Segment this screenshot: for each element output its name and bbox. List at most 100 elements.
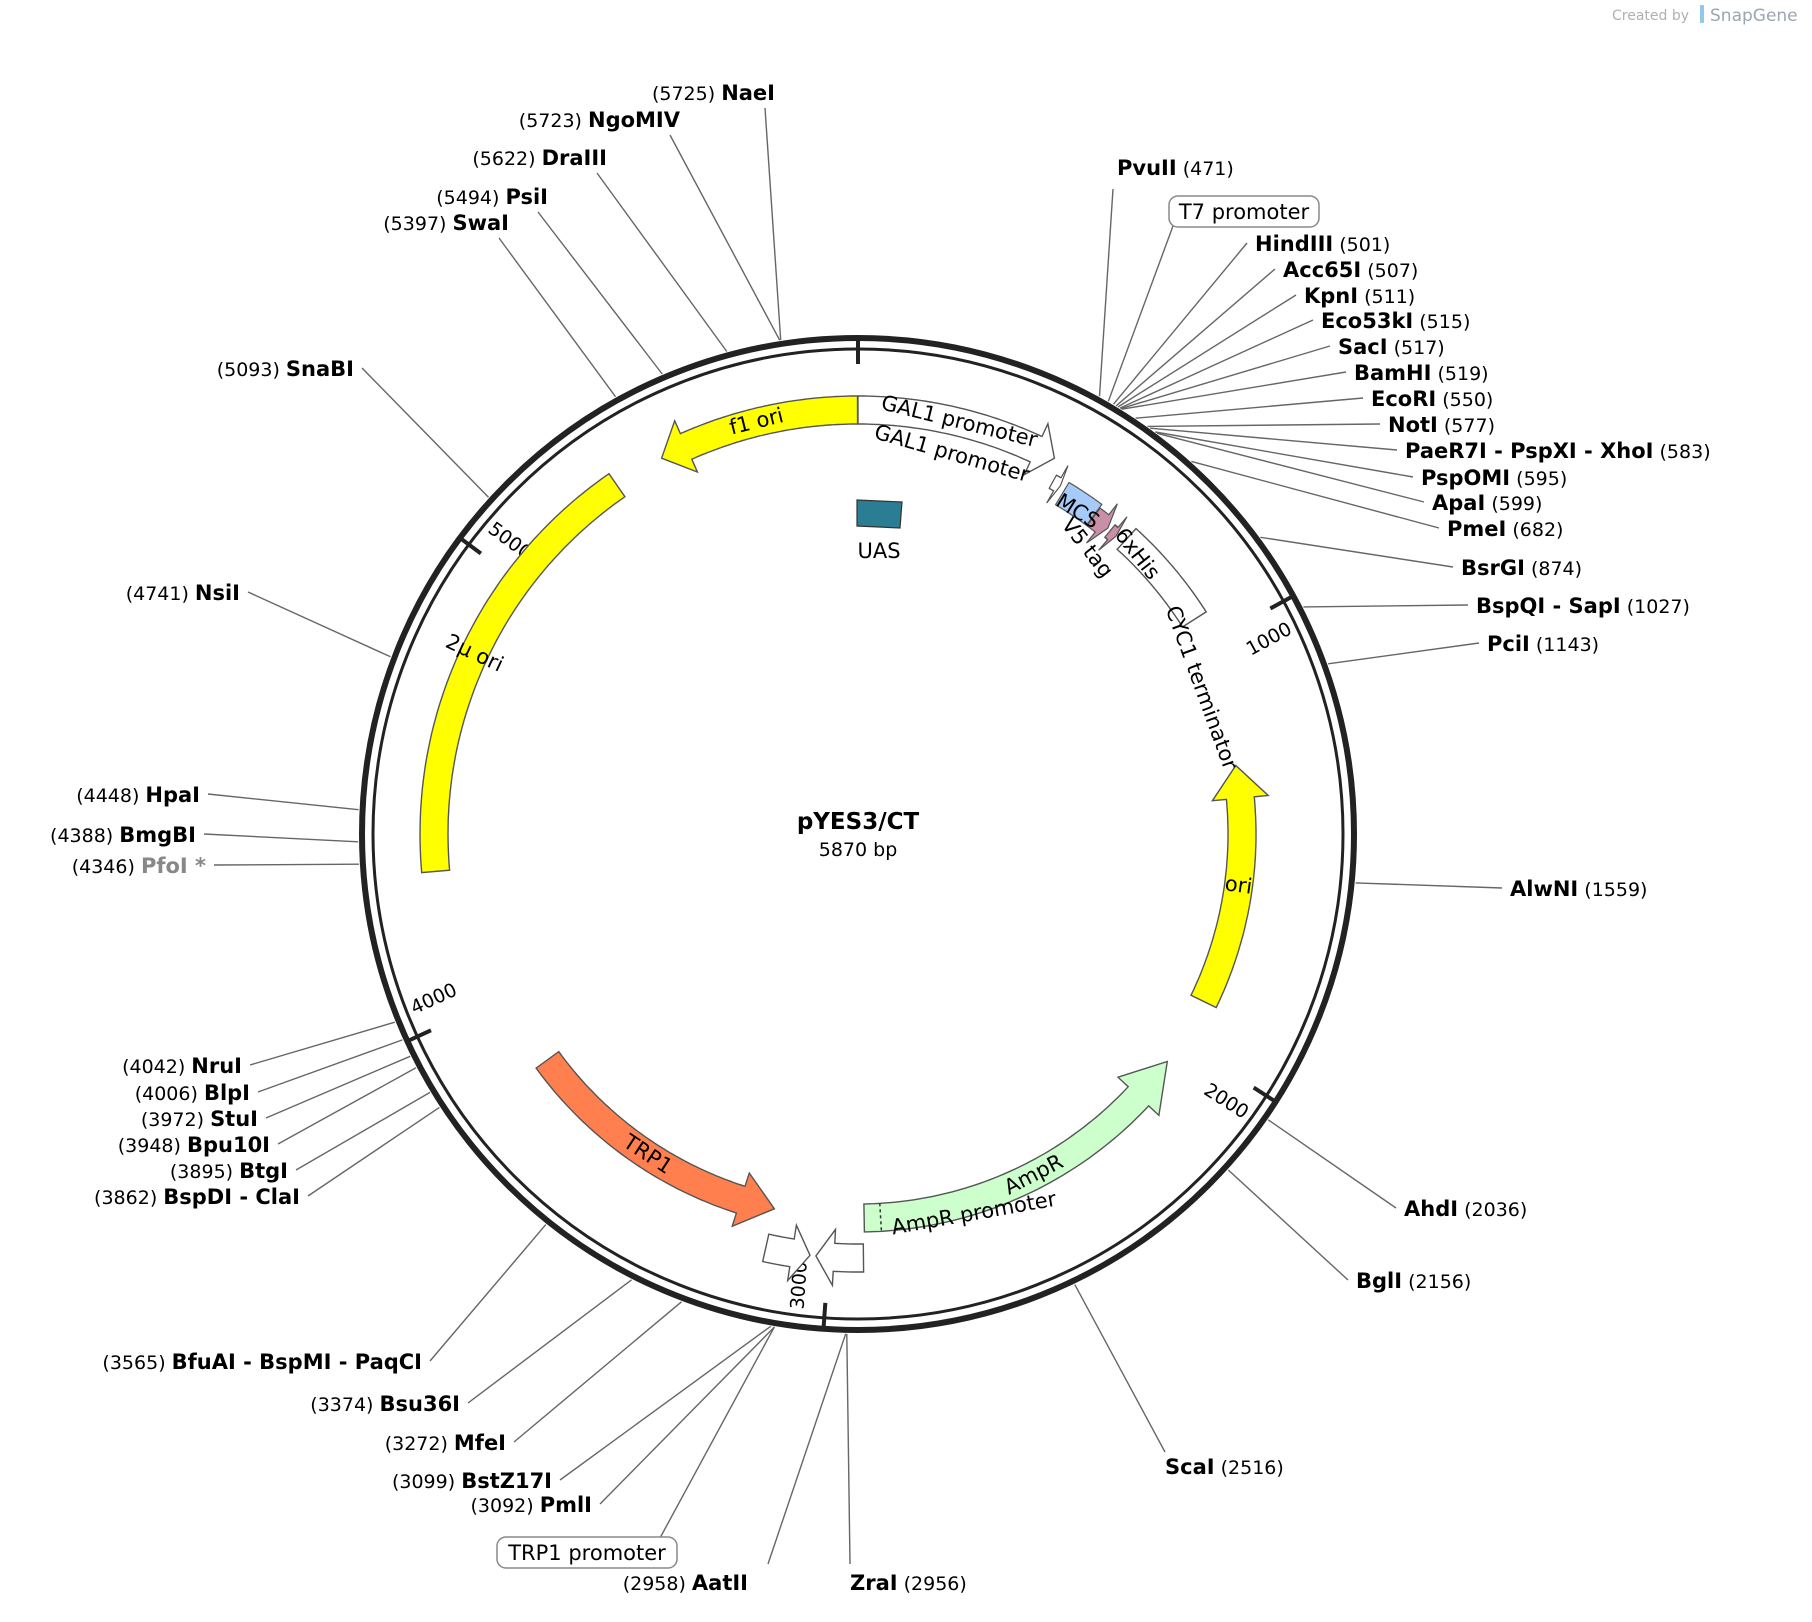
site-enzyme: EcoRI (1371, 387, 1436, 411)
site-enzyme: Bsu36I (380, 1392, 461, 1416)
site-enzyme: DraIII (542, 146, 607, 170)
site-position: (5725) (652, 83, 721, 105)
site-swai: (5397) SwaI (383, 211, 509, 235)
site-pcii: PciI (1143) (1487, 632, 1599, 656)
site-enzyme: AhdI (1404, 1197, 1458, 1221)
svg-text:AhdI (2036): AhdI (2036) (1404, 1197, 1527, 1221)
site-blpi: (4006) BlpI (135, 1081, 250, 1105)
site-pfoi: (4346) PfoI * (72, 854, 206, 878)
svg-text:(3092) PmlI: (3092) PmlI (470, 1493, 592, 1517)
site-position: (595) (1510, 468, 1567, 490)
plasmid-length: 5870 bp (819, 839, 898, 861)
site-position: (4042) (122, 1056, 191, 1078)
uas-block (856, 499, 903, 529)
site-pspomi: PspOMI (595) (1421, 466, 1567, 490)
2-ori-arc (419, 472, 626, 874)
site-ahdi: AhdI (2036) (1404, 1197, 1527, 1221)
svg-text:PspOMI (595): PspOMI (595) (1421, 466, 1567, 490)
site-position: (1559) (1578, 879, 1647, 901)
leader-line (249, 1021, 395, 1066)
site-enzyme: - ClaI (232, 1185, 300, 1209)
svg-text:(3565) BfuAI - BspMI - PaqC: (3565) BfuAI - BspMI - PaqCI (102, 1350, 422, 1374)
leader-line (1112, 242, 1248, 405)
leader-line (559, 1325, 772, 1481)
svg-text:PmeI (682): PmeI (682) (1447, 517, 1563, 541)
site-enzyme: - PaqCI (331, 1350, 422, 1374)
svg-text:(5622) DraIII: (5622) DraIII (472, 146, 607, 170)
site-mfei: (3272) MfeI (385, 1431, 506, 1455)
site-enzyme: BlpI (204, 1081, 250, 1105)
leader-line (1267, 1119, 1397, 1209)
svg-text:BspQI - SapI (1027): BspQI - SapI (1027) (1476, 594, 1690, 618)
site-enzyme: ApaI (1432, 491, 1485, 515)
site-enzyme: PmlI (540, 1493, 592, 1517)
svg-text:(5494) PsiI: (5494) PsiI (436, 185, 548, 209)
snapgene-logo-icon (1700, 5, 1704, 23)
svg-text:(4448) HpaI: (4448) HpaI (76, 783, 200, 807)
site-kpni: KpnI (511) (1304, 284, 1415, 308)
t7-promoter-box: T7 promoter (1168, 195, 1320, 228)
site-position: (4346) (72, 856, 141, 878)
site-bamhi: BamHI (519) (1354, 361, 1489, 385)
site-position: (507) (1361, 260, 1418, 282)
site-position: (4388) (50, 825, 119, 847)
site-enzyme: NruI (191, 1054, 242, 1078)
site-pmli: (3092) PmlI (470, 1493, 592, 1517)
site-position: (1027) (1621, 596, 1690, 618)
leader-line (361, 367, 490, 498)
svg-text:(3374) Bsu36I: (3374) Bsu36I (310, 1392, 460, 1416)
tick-label: 1000 (1243, 618, 1296, 661)
site-position: (3972) (141, 1109, 210, 1131)
site-position: (874) (1525, 558, 1582, 580)
site-enzyme: PvuII (1117, 156, 1177, 180)
site-position: (3895) (170, 1161, 239, 1183)
site-btgi: (3895) BtgI (170, 1159, 288, 1183)
site-position: (3092) (470, 1495, 539, 1517)
site-position: (550) (1436, 389, 1493, 411)
site-enzyme: HpaI (145, 783, 200, 807)
leader-line (207, 793, 359, 811)
svg-text:AlwNI (1559): AlwNI (1559) (1510, 877, 1647, 901)
svg-text:NotI (577): NotI (577) (1388, 413, 1495, 437)
leader-line (213, 863, 359, 866)
site-enzyme: KpnI (1304, 284, 1358, 308)
site-enzyme: Bpu10I (187, 1133, 270, 1157)
site-enzyme: SnaBI (286, 357, 354, 381)
trp1-promoter-arc (761, 1222, 811, 1283)
site-position: (3948) (118, 1135, 187, 1157)
site-naei: (5725) NaeI (652, 81, 775, 105)
site-aatii: (2958) AatII (623, 1571, 748, 1595)
site-position: (5397) (383, 213, 452, 235)
site-bsu36i: (3374) Bsu36I (310, 1392, 460, 1416)
leader-line (1155, 431, 1414, 478)
site-enzyme: BglI (1356, 1269, 1402, 1293)
svg-text:PaeR7I - PspXI - XhoI (583: PaeR7I - PspXI - XhoI (583) (1405, 439, 1711, 463)
site-bspqi: BspQI - SapI (1027) (1476, 594, 1690, 618)
mcs-cluster (1046, 465, 1128, 551)
snapgene-text: SnapGene (1710, 6, 1798, 26)
site-position: (4741) (126, 583, 195, 605)
site-enzyme: SacI (1338, 335, 1388, 359)
site-pmei: PmeI (682) (1447, 517, 1563, 541)
leader-line (1135, 397, 1364, 419)
site-enzyme: - SapI (1545, 594, 1620, 618)
uas-label: UAS (857, 539, 900, 563)
leader-line (1355, 882, 1503, 889)
site-enzyme: PfoI * (141, 854, 206, 878)
site-position: (2958) (623, 1573, 692, 1595)
site-zrai: ZraI (2956) (850, 1571, 967, 1595)
site-enzyme: BmgBI (119, 823, 196, 847)
gal1-promoter-arc (857, 395, 1056, 477)
tick-mark (406, 1028, 432, 1043)
site-enzyme: Acc65I (1283, 258, 1361, 282)
leader-line (295, 1091, 431, 1171)
tick-mark (458, 536, 483, 556)
site-paer7i: PaeR7I - PspXI - XhoI (583) (1405, 439, 1711, 463)
svg-text:HindIII (501): HindIII (501) (1255, 232, 1390, 256)
leader-line (1191, 460, 1440, 529)
leader-line (1147, 423, 1381, 428)
site-bgli: BglI (2156) (1356, 1269, 1471, 1293)
site-enzyme: PaeR7I (1405, 439, 1487, 463)
svg-text:(3895) BtgI: (3895) BtgI (170, 1159, 288, 1183)
